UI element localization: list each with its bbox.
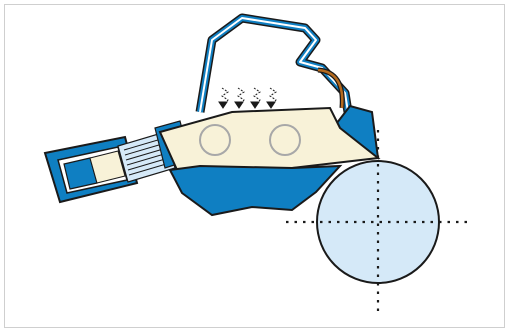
lower-housing (168, 164, 343, 217)
connector-plug (43, 135, 139, 204)
roller-left (199, 124, 231, 156)
roller-right (269, 124, 301, 156)
hood-outline-white (199, 17, 349, 113)
down-arrows (218, 87, 277, 109)
drum-circle (316, 160, 440, 284)
down-arrow-flow-icon (266, 87, 277, 109)
upper-hood (195, 13, 353, 113)
plug-core-cream (89, 150, 126, 184)
down-arrow-flow-icon (234, 87, 245, 109)
down-arrow-flow-icon (218, 87, 229, 109)
orange-arm (317, 67, 345, 109)
orange-arm-inner (317, 68, 344, 109)
down-arrow-flow-icon (250, 87, 261, 109)
